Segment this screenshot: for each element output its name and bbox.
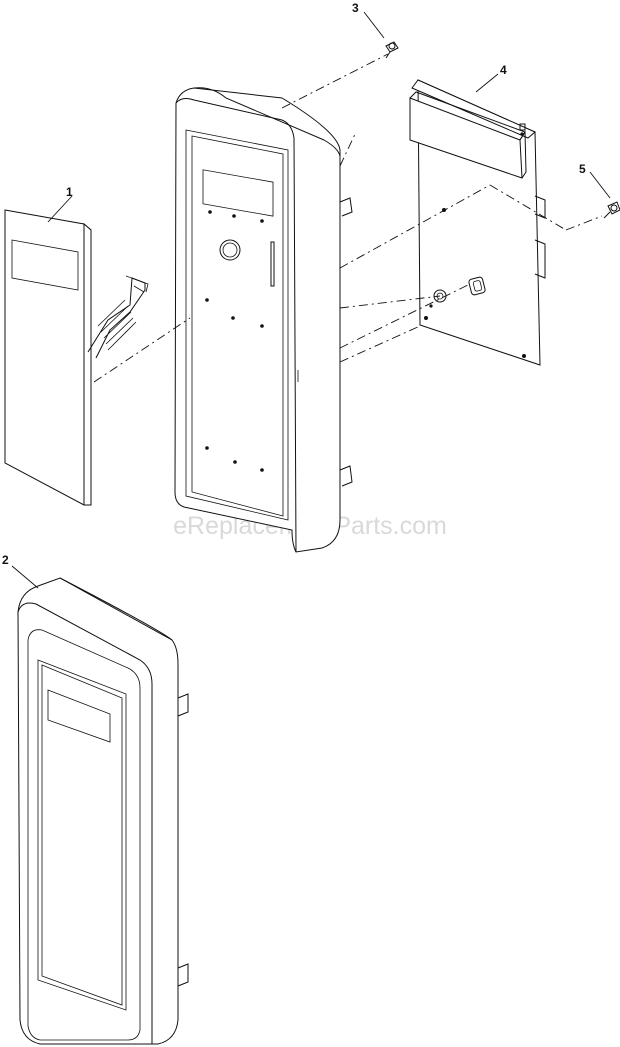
part-1-membrane-keypad bbox=[4, 209, 149, 506]
frame-knob-hole bbox=[219, 239, 241, 261]
part-3-screw bbox=[385, 41, 399, 59]
callout-1: 1 bbox=[66, 185, 73, 199]
frame-display-cutout bbox=[202, 169, 274, 217]
part-2-control-panel-assembly bbox=[17, 577, 189, 1045]
callout-3: 3 bbox=[352, 1, 359, 15]
board-connector bbox=[468, 276, 486, 296]
control-panel-frame bbox=[174, 87, 353, 553]
keypad-display-window bbox=[11, 239, 79, 291]
assembly-display-window bbox=[47, 689, 111, 743]
assembly-guide-lines bbox=[93, 53, 603, 383]
callout-leaders bbox=[11, 11, 611, 589]
callout-5: 5 bbox=[579, 162, 586, 176]
callout-4: 4 bbox=[500, 63, 507, 77]
part-5-screw bbox=[603, 201, 620, 219]
part-4-control-board bbox=[409, 79, 546, 366]
callout-2: 2 bbox=[2, 553, 9, 567]
